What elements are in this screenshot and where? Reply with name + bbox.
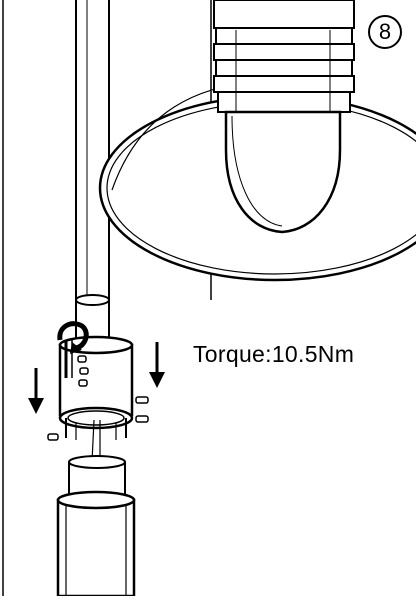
wires [91,419,101,463]
bulb [224,110,342,234]
step-number-badge: 8 [368,15,402,49]
upper-pole [75,0,110,300]
lower-pole [56,455,136,598]
down-arrow-icon-right [149,342,165,388]
rotate-arrow-icon [57,321,89,354]
connector-sleeve [47,335,149,441]
lamp-socket [213,0,355,113]
down-arrow-icon-left [28,368,44,414]
step-number: 8 [378,19,392,44]
torque-label: Torque:10.5Nm [193,341,355,367]
